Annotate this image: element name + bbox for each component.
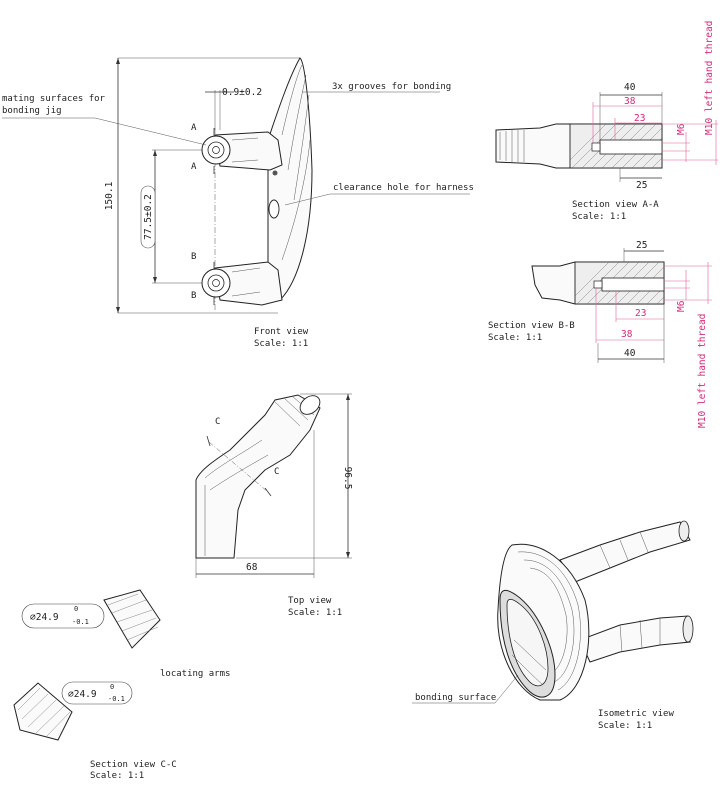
bb-dim-40: 40 bbox=[624, 348, 636, 359]
label-locating-arms: locating arms bbox=[160, 669, 230, 679]
aa-m6: M6 bbox=[676, 123, 687, 135]
front-view: 150.1 77.5±0.2 0.9±0.2 bbox=[2, 57, 474, 349]
marker-a-top: A bbox=[191, 123, 197, 133]
dim-0-9: 0.9±0.2 bbox=[222, 87, 262, 98]
aa-thread: M10 left hand thread bbox=[704, 21, 715, 135]
aa-dim-38: 38 bbox=[624, 96, 636, 107]
cc-dia-2: ⌀24.9 bbox=[68, 689, 97, 700]
dim-77-5: 77.5±0.2 bbox=[143, 194, 154, 240]
label-grooves: 3x grooves for bonding bbox=[332, 82, 451, 92]
top-view: C C 96.5 68 Top view Scale: 1:1 bbox=[195, 393, 353, 618]
mating-line-2: bonding jig bbox=[2, 106, 62, 116]
cc-tol-lower-2: -0.1 bbox=[108, 695, 125, 703]
label-clearance: clearance hole for harness bbox=[333, 183, 474, 193]
marker-c-bottom: C bbox=[274, 467, 279, 477]
top-view-title: Top view bbox=[288, 596, 332, 606]
cc-tol-upper-2: 0 bbox=[110, 683, 114, 691]
section-bb-title: Section view B-B bbox=[488, 321, 575, 331]
tv-dim-68: 68 bbox=[246, 562, 258, 573]
aa-dim-23: 23 bbox=[634, 113, 645, 124]
cc-tol-lower-1: -0.1 bbox=[72, 618, 89, 626]
isometric-view: bonding surface Isometric view Scale: 1:… bbox=[412, 520, 694, 731]
front-view-scale: Scale: 1:1 bbox=[254, 339, 308, 349]
section-cc-title: Section view C-C bbox=[90, 760, 177, 770]
section-aa-scale: Scale: 1:1 bbox=[572, 212, 626, 222]
bb-m6: M6 bbox=[676, 300, 687, 312]
section-cc-scale: Scale: 1:1 bbox=[90, 771, 144, 781]
cc-tol-upper-1: 0 bbox=[74, 605, 78, 613]
dim-150: 150.1 bbox=[104, 181, 115, 210]
tv-dim-96-5: 96.5 bbox=[342, 467, 353, 490]
bb-dim-38: 38 bbox=[621, 329, 633, 340]
section-bb: 25 23 38 40 M6 M10 left hand thread Sect… bbox=[488, 240, 712, 428]
bb-dim-23: 23 bbox=[635, 308, 646, 319]
bb-dim-25: 25 bbox=[636, 240, 647, 251]
marker-b-top: B bbox=[191, 252, 196, 262]
aa-dim-40: 40 bbox=[624, 82, 636, 93]
section-aa-title: Section view A-A bbox=[572, 200, 659, 210]
section-aa: 40 38 23 25 M6 M10 left hand thread Sect… bbox=[495, 21, 718, 222]
label-mating-surfaces: mating surfaces for bonding jig bbox=[2, 94, 110, 116]
bb-thread: M10 left hand thread bbox=[697, 314, 708, 428]
aa-dim-25: 25 bbox=[636, 180, 647, 191]
isometric-scale: Scale: 1:1 bbox=[598, 721, 652, 731]
marker-c-top: C bbox=[215, 417, 220, 427]
section-bb-scale: Scale: 1:1 bbox=[488, 333, 542, 343]
front-view-title: Front view bbox=[254, 327, 309, 337]
label-bonding-surface: bonding surface bbox=[415, 693, 496, 703]
mating-line-1: mating surfaces for bbox=[2, 94, 106, 104]
section-cc: ⌀24.9 0 -0.1 ⌀24.9 0 -0.1 locating arms … bbox=[13, 589, 230, 781]
marker-b-bottom: B bbox=[191, 291, 196, 301]
marker-a-bottom: A bbox=[191, 162, 197, 172]
cc-dia-1: ⌀24.9 bbox=[30, 612, 59, 623]
isometric-title: Isometric view bbox=[598, 709, 674, 719]
top-view-scale: Scale: 1:1 bbox=[288, 608, 342, 618]
